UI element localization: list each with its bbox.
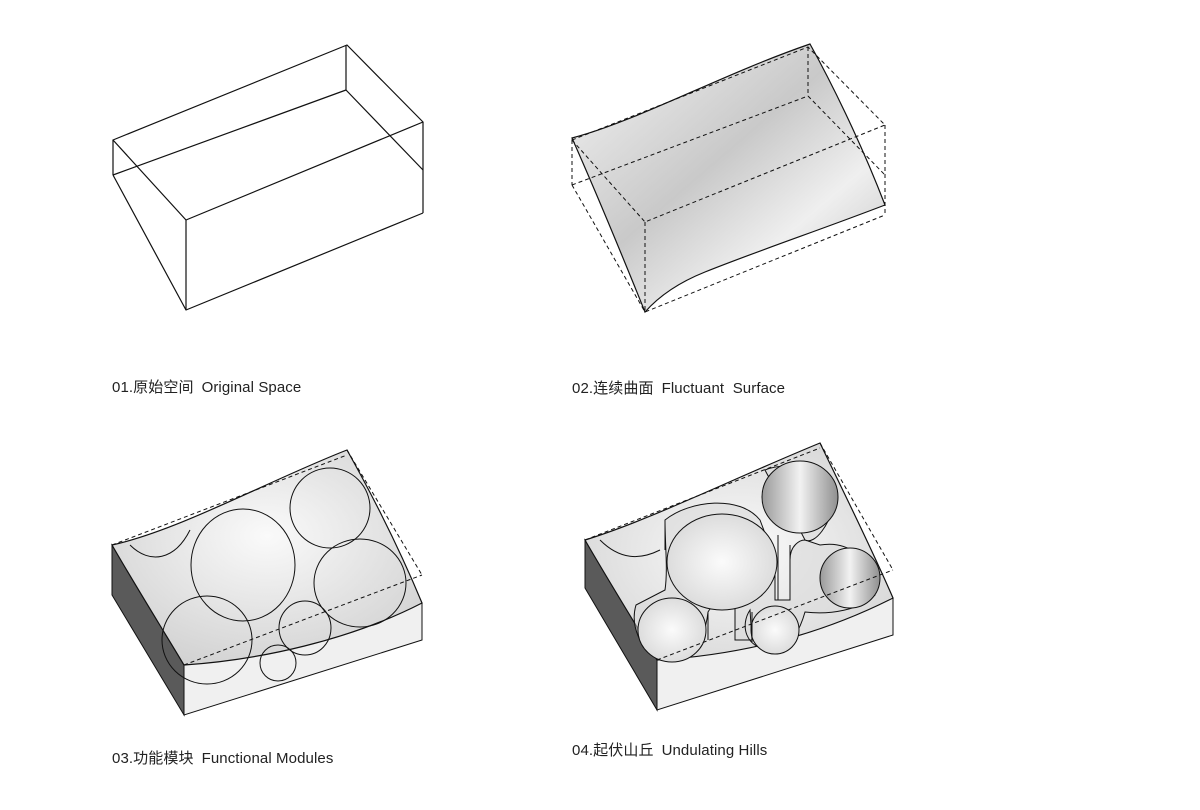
caption-number: 02. [572, 380, 594, 397]
caption-chinese: 起伏山丘 [593, 742, 654, 759]
caption-chinese: 连续曲面 [593, 380, 654, 397]
caption-number: 01. [112, 379, 134, 396]
panel-functional-modules: 03.功能模块 Functional Modules [111, 449, 423, 768]
functional-modules-drawing [111, 449, 423, 717]
caption-number: 04. [572, 742, 594, 759]
caption-english: Functional Modules [201, 750, 334, 767]
panel-fluctuant-surface: 02.连续曲面 Fluctuant Surface [571, 43, 886, 398]
original-space-box-drawing [112, 44, 424, 311]
caption-01: 01.原始空间 Original Space [112, 376, 301, 397]
caption-chinese: 功能模块 [133, 750, 194, 767]
caption-english: Fluctuant Surface [661, 380, 786, 397]
caption-english: Undulating Hills [661, 742, 768, 759]
fluctuant-surface-drawing [571, 43, 886, 314]
caption-02: 02.连续曲面 Fluctuant Surface [572, 377, 785, 398]
caption-number: 03. [112, 750, 134, 767]
caption-04: 04.起伏山丘 Undulating Hills [572, 739, 767, 760]
caption-english: Original Space [201, 379, 302, 396]
caption-03: 03.功能模块 Functional Modules [112, 747, 333, 768]
panel-original-space: 01.原始空间 Original Space [0, 0, 600, 405]
caption-chinese: 原始空间 [133, 379, 194, 396]
